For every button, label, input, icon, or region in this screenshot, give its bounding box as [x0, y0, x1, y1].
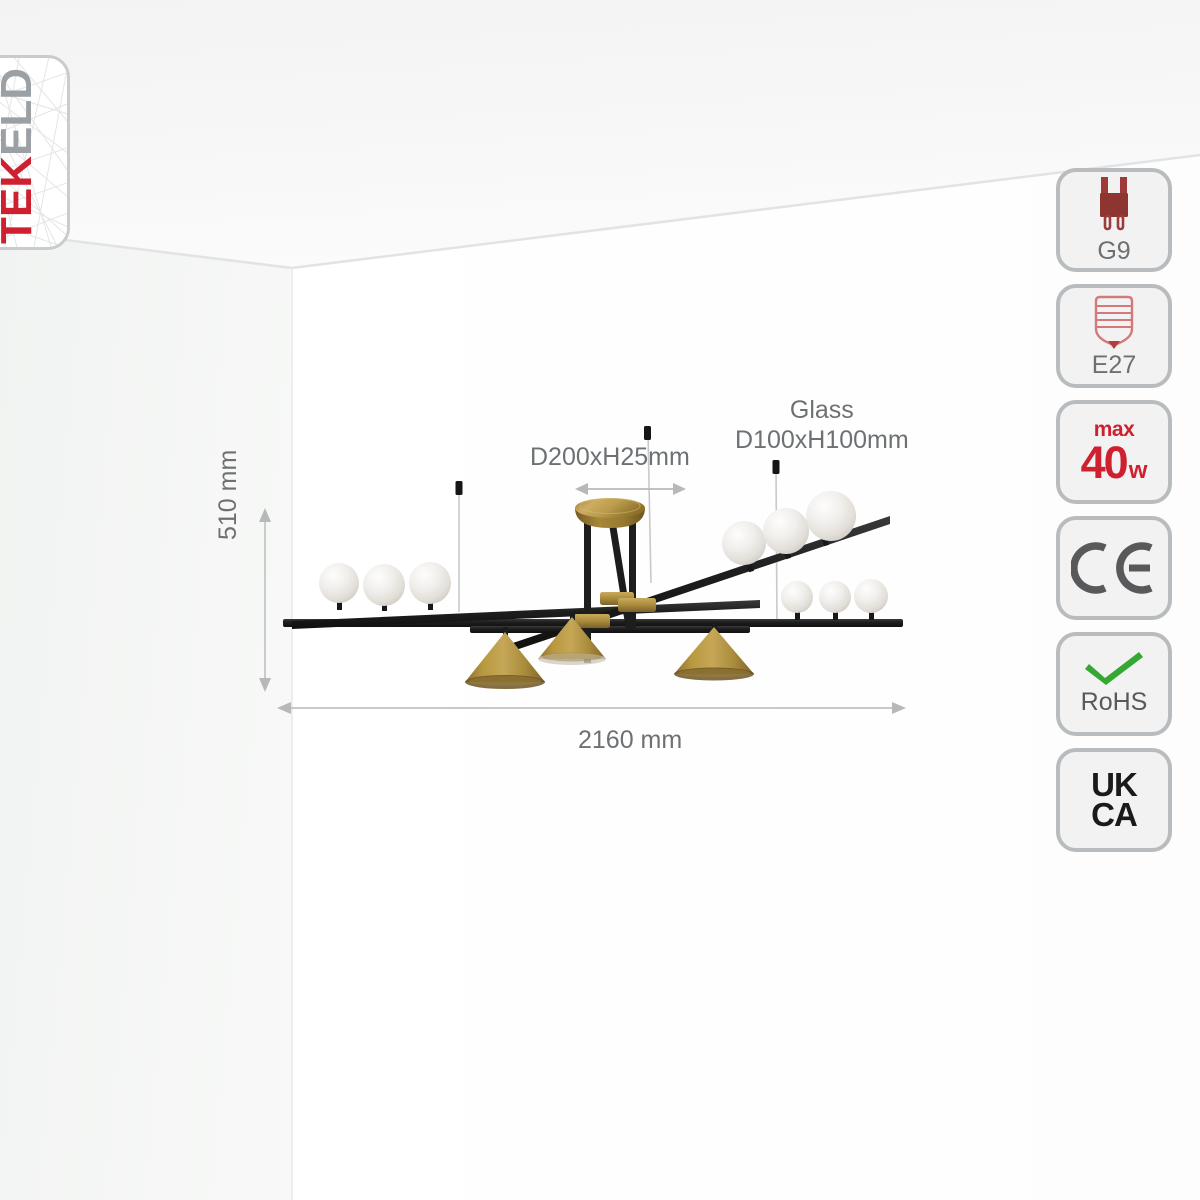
- glass-globe: [806, 491, 856, 541]
- glass-globe: [409, 562, 451, 604]
- glass-globe: [722, 521, 766, 565]
- right-lower-globes: [781, 579, 888, 620]
- connector-block: [618, 598, 656, 612]
- glass-globe: [854, 579, 888, 613]
- drop-rod: [584, 518, 591, 663]
- badge-max-wattage: max 40 w: [1056, 400, 1172, 504]
- badge-label-e27: E27: [1091, 350, 1137, 379]
- glass-globe: [363, 564, 405, 606]
- height-dimension-label: 510 mm: [214, 449, 242, 540]
- g9-bulb-icon: [1100, 176, 1128, 230]
- badge-rohs: RoHS: [1056, 632, 1172, 736]
- badge-value-watts: 40: [1080, 437, 1129, 488]
- suspension-wires: [455, 426, 780, 626]
- badge-label-max: max: [1093, 418, 1135, 441]
- left-wall: [0, 232, 292, 1200]
- badge-label-rohs: RoHS: [1080, 687, 1148, 716]
- connector-block: [574, 614, 610, 628]
- cone-shade: [538, 612, 606, 665]
- glass-title: Glass: [789, 396, 854, 424]
- badge-ce: [1056, 516, 1172, 620]
- badge-ukca: UK CA: [1056, 748, 1172, 852]
- canopy-dimension-label: D200xH25mm: [530, 443, 690, 471]
- certification-badge-column: G9 E27 max 40 w: [1056, 168, 1172, 852]
- cone-support-bar: [470, 626, 750, 633]
- canopy-disc: [575, 498, 645, 518]
- badge-label-g9: G9: [1097, 236, 1131, 265]
- left-slanted-bar-assembly: [292, 562, 760, 629]
- badge-unit-watts: w: [1128, 457, 1148, 484]
- glass-size: D100xH100mm: [735, 425, 909, 454]
- glass-globe: [319, 563, 359, 603]
- ce-mark-icon: [1071, 542, 1153, 594]
- cone-shade: [674, 622, 754, 681]
- brand-logo-badge: TEKELD: [0, 55, 70, 250]
- logo-mesh-pattern: [0, 58, 67, 247]
- glass-globe: [819, 581, 851, 613]
- glass-dimension-label: Glass D100xH100mm: [735, 396, 909, 455]
- badge-e27: E27: [1056, 284, 1172, 388]
- dimension-lines: [259, 483, 906, 714]
- cone-shades: [465, 612, 754, 689]
- width-dimension-label: 2160 mm: [578, 726, 683, 754]
- ukca-line-2: CA: [1091, 796, 1138, 833]
- canopy-assembly: [574, 498, 656, 663]
- cone-shade: [465, 627, 545, 689]
- drop-rod: [629, 518, 636, 628]
- ceiling-plane: [0, 0, 1200, 268]
- badge-g9: G9: [1056, 168, 1172, 272]
- ukca-line-1: UK: [1091, 765, 1138, 803]
- ukca-mark-icon: UK CA: [1091, 765, 1138, 833]
- glass-globe: [763, 508, 809, 554]
- rohs-check-icon: [1085, 651, 1143, 685]
- wattage-value-row: 40 w: [1081, 440, 1148, 485]
- glass-globe: [781, 581, 813, 613]
- e27-bulb-icon: [1094, 295, 1134, 349]
